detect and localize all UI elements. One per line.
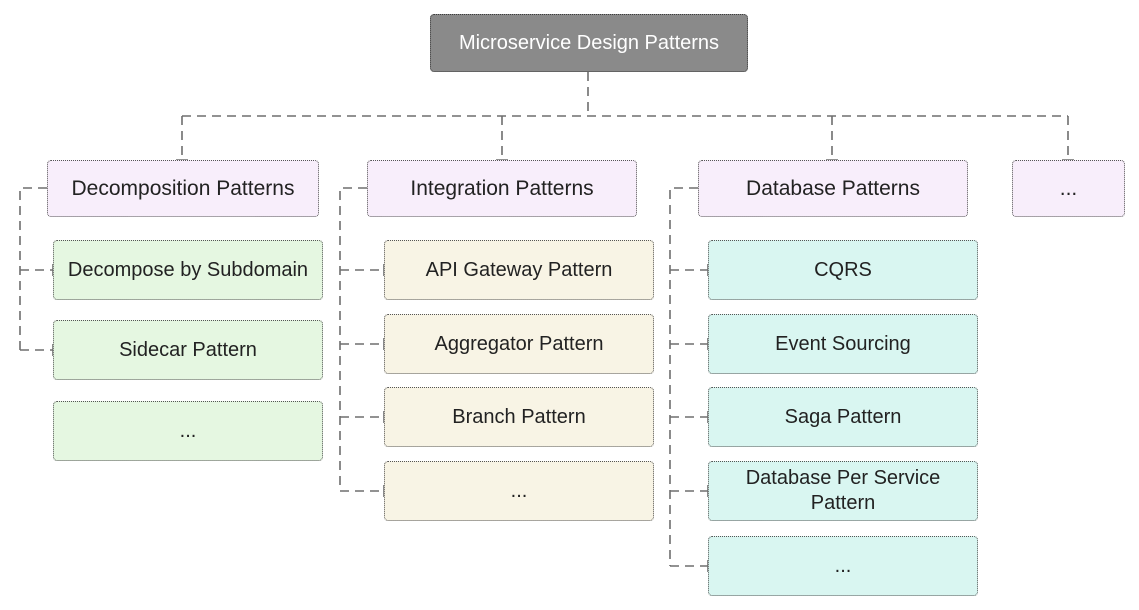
connector-spine-database [669, 187, 698, 566]
pattern-decompose-by-subdomain: Decompose by Subdomain [53, 240, 323, 300]
category-integration-patterns: Integration Patterns [367, 160, 637, 217]
category-more: ... [1012, 160, 1125, 217]
pattern-integration-more: ... [384, 461, 654, 521]
category-decomposition-patterns: Decomposition Patterns [47, 160, 319, 217]
pattern-aggregator: Aggregator Pattern [384, 314, 654, 374]
root-node: Microservice Design Patterns [430, 14, 748, 72]
pattern-decomposition-more: ... [53, 401, 323, 461]
category-database-patterns: Database Patterns [698, 160, 968, 217]
pattern-cqrs: CQRS [708, 240, 978, 300]
pattern-branch: Branch Pattern [384, 387, 654, 447]
pattern-sidecar: Sidecar Pattern [53, 320, 323, 380]
pattern-database-per-service: Database Per Service Pattern [708, 461, 978, 521]
pattern-api-gateway: API Gateway Pattern [384, 240, 654, 300]
pattern-event-sourcing: Event Sourcing [708, 314, 978, 374]
pattern-database-more: ... [708, 536, 978, 596]
connector-spine-integration [339, 187, 367, 491]
connector-spine-decomposition [19, 187, 47, 350]
pattern-saga: Saga Pattern [708, 387, 978, 447]
